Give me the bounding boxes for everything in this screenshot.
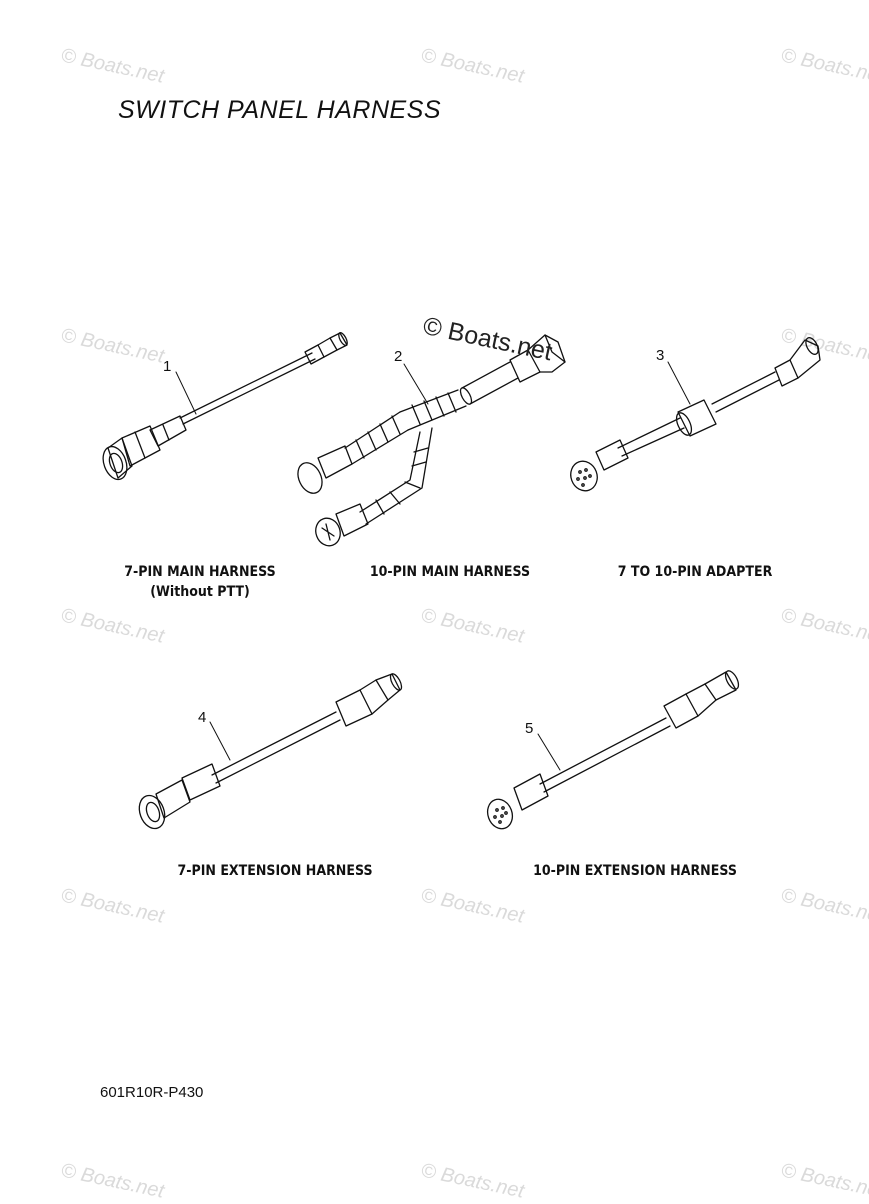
part-1-name: 7-PIN MAIN HARNESS <box>124 564 276 580</box>
callout-3: 3 <box>656 347 664 364</box>
part-4-extension-drawing <box>138 673 403 830</box>
callout-1: 1 <box>163 358 171 375</box>
callout-5: 5 <box>525 720 533 737</box>
part-2-caption: 10-PIN MAIN HARNESS <box>360 562 540 582</box>
part-4-name: 7-PIN EXTENSION HARNESS <box>177 863 373 879</box>
part-5-name: 10-PIN EXTENSION HARNESS <box>533 863 737 879</box>
part-5-caption: 10-PIN EXTENSION HARNESS <box>527 861 743 881</box>
page-title: SWITCH PANEL HARNESS <box>118 96 442 124</box>
part-4-caption: 7-PIN EXTENSION HARNESS <box>172 861 379 881</box>
part-1-caption: 7-PIN MAIN HARNESS (Without PTT) <box>119 562 281 602</box>
part-2-harness-drawing <box>297 334 566 547</box>
callout-2: 2 <box>394 348 402 365</box>
part-3-caption: 7 TO 10-PIN ADAPTER <box>610 562 781 582</box>
part-3-name: 7 TO 10-PIN ADAPTER <box>617 564 773 580</box>
callout-4: 4 <box>198 709 206 726</box>
diagram-code: 601R10R-P430 <box>100 1084 204 1101</box>
part-3-adapter-drawing <box>570 337 821 492</box>
part-1-note: (Without PTT) <box>150 584 250 600</box>
part-1-harness-drawing <box>102 332 348 481</box>
part-5-extension-drawing <box>486 670 740 830</box>
part-2-name: 10-PIN MAIN HARNESS <box>369 564 531 580</box>
